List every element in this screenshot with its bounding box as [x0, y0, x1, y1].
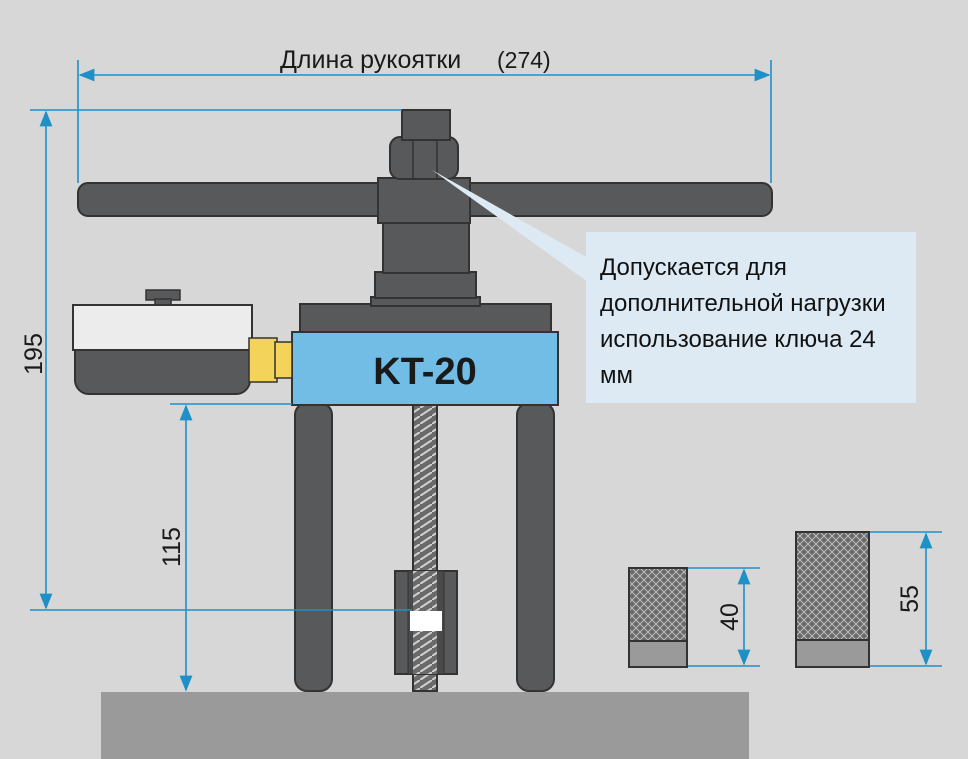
- insert-small-knurl: [628, 567, 688, 644]
- insert-large-knurl: [795, 531, 870, 643]
- brass-fitting: [248, 337, 278, 383]
- total-height-label: 195: [20, 333, 48, 375]
- body-top: [299, 303, 552, 335]
- column-step: [374, 271, 477, 299]
- gauge-face: [72, 304, 253, 351]
- insert-large-base: [795, 639, 870, 668]
- model-label: KT-20: [373, 351, 476, 393]
- hex-nut: [389, 136, 459, 180]
- handle-length-value: (274): [497, 47, 551, 73]
- callout-text: Допускается для дополнительной нагрузки …: [600, 254, 886, 389]
- leg-height-label: 115: [158, 527, 186, 567]
- handle-length-label: Длина рукоятки: [280, 46, 461, 74]
- callout-pointer: [432, 170, 588, 282]
- large-insert-height-label: 55: [896, 585, 924, 613]
- top-cap: [401, 109, 451, 141]
- small-insert-height-label: 40: [716, 603, 744, 631]
- callout-note: Допускается для дополнительной нагрузки …: [586, 232, 916, 403]
- insert-small-base: [628, 640, 688, 668]
- column-lower: [382, 221, 470, 274]
- sleeve-gap: [410, 611, 442, 631]
- label-plate: [291, 331, 559, 406]
- right-leg: [516, 402, 555, 692]
- left-leg: [294, 402, 333, 692]
- base-plate: [101, 692, 749, 759]
